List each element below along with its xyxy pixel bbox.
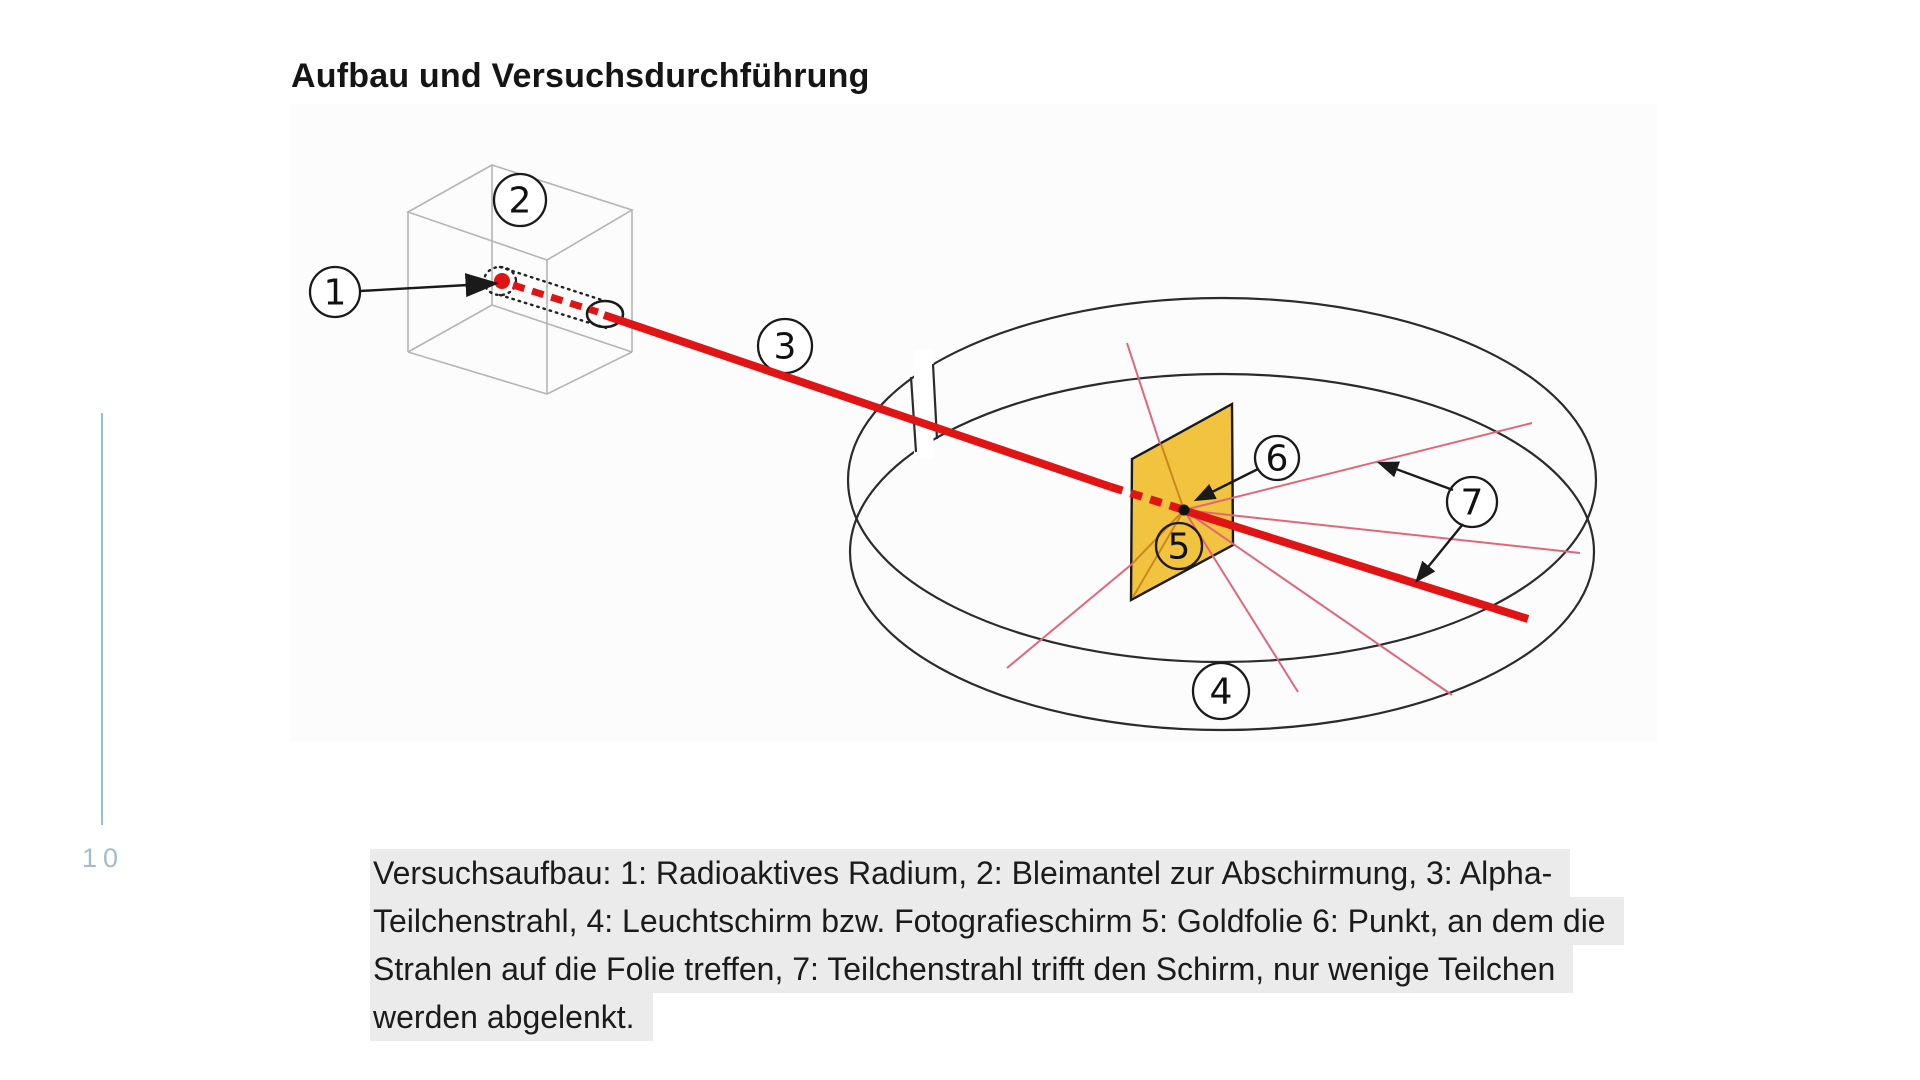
ring-bottom-rim (848, 372, 1596, 732)
page-title: Aufbau und Versuchsdurchführung (291, 57, 870, 95)
label-1-arrow (359, 273, 500, 298)
label-3-badge: 3 (756, 317, 814, 375)
scattered-ray-down-right (1183, 509, 1453, 696)
scattered-rays (1006, 342, 1581, 696)
beam-main-segment (602, 311, 1113, 491)
page-number: 10 (82, 843, 125, 873)
radium-source-dot (494, 273, 510, 289)
lead-box-vertical-edges (407, 165, 633, 394)
callout-badges: 1 2 3 4 5 6 7 (308, 172, 1499, 721)
label-5-text: 5 (1168, 527, 1191, 568)
label-4-badge: 4 (1191, 661, 1251, 721)
label-6-badge: 6 (1253, 434, 1301, 482)
caption-line: Strahlen auf die Folie treffen, 7: Teilc… (370, 945, 1574, 993)
scattered-ray-down-steep (1183, 509, 1299, 693)
impact-point-dot (1178, 504, 1190, 516)
scattered-ray-right (1183, 509, 1581, 554)
label-5-badge: 5 (1154, 521, 1204, 571)
label-3-text: 3 (774, 327, 797, 368)
label-1-badge: 1 (308, 265, 362, 319)
caption-line: werden abgelenkt. (370, 993, 653, 1041)
caption-line: Versuchsaufbau: 1: Radioaktives Radium, … (370, 849, 1571, 897)
alpha-beam (511, 281, 1530, 623)
foil-inner-ray-up (1160, 443, 1185, 511)
lead-box-bottom-edges (407, 304, 633, 395)
beam-transmitted-segment (1184, 507, 1530, 623)
label-7-text: 7 (1461, 483, 1484, 524)
tube-exit-opening (585, 299, 625, 329)
label-6-arrow (1193, 467, 1259, 502)
scattered-ray-down-left (1006, 563, 1133, 669)
figure-caption: Versuchsaufbau: 1: Radioaktives Radium, … (370, 849, 1670, 1041)
label-4-circle (1191, 661, 1251, 721)
left-accent-line (101, 413, 103, 825)
caption-line: Teilchenstrahl, 4: Leuchtschirm bzw. Fot… (370, 897, 1624, 945)
ring-slit-gap (914, 350, 934, 459)
label-2-text: 2 (509, 181, 532, 222)
label-1-text: 1 (324, 273, 347, 314)
foil-inner-ray-corner (1132, 509, 1185, 598)
label-4-text: 4 (1210, 672, 1233, 713)
label-6-text: 6 (1266, 439, 1289, 480)
label-7-arrow-upper (1376, 461, 1454, 492)
label-5-circle (1154, 521, 1204, 571)
label-7-badge: 7 (1445, 475, 1499, 529)
lead-box (406, 164, 634, 395)
tube-outline-dotted (498, 265, 608, 330)
beam-dashed-in-tube (511, 281, 600, 316)
label-2-badge: 2 (492, 172, 548, 228)
scattered-ray-up-left (1126, 342, 1161, 445)
label-6-circle (1253, 434, 1301, 482)
label-2-circle (492, 172, 548, 228)
label-7-arrow-lower (1415, 523, 1464, 583)
label-7-circle (1445, 475, 1499, 529)
label-1-circle (308, 265, 362, 319)
scattered-ray-up-right (1183, 422, 1533, 511)
callout-arrows (359, 273, 1464, 583)
